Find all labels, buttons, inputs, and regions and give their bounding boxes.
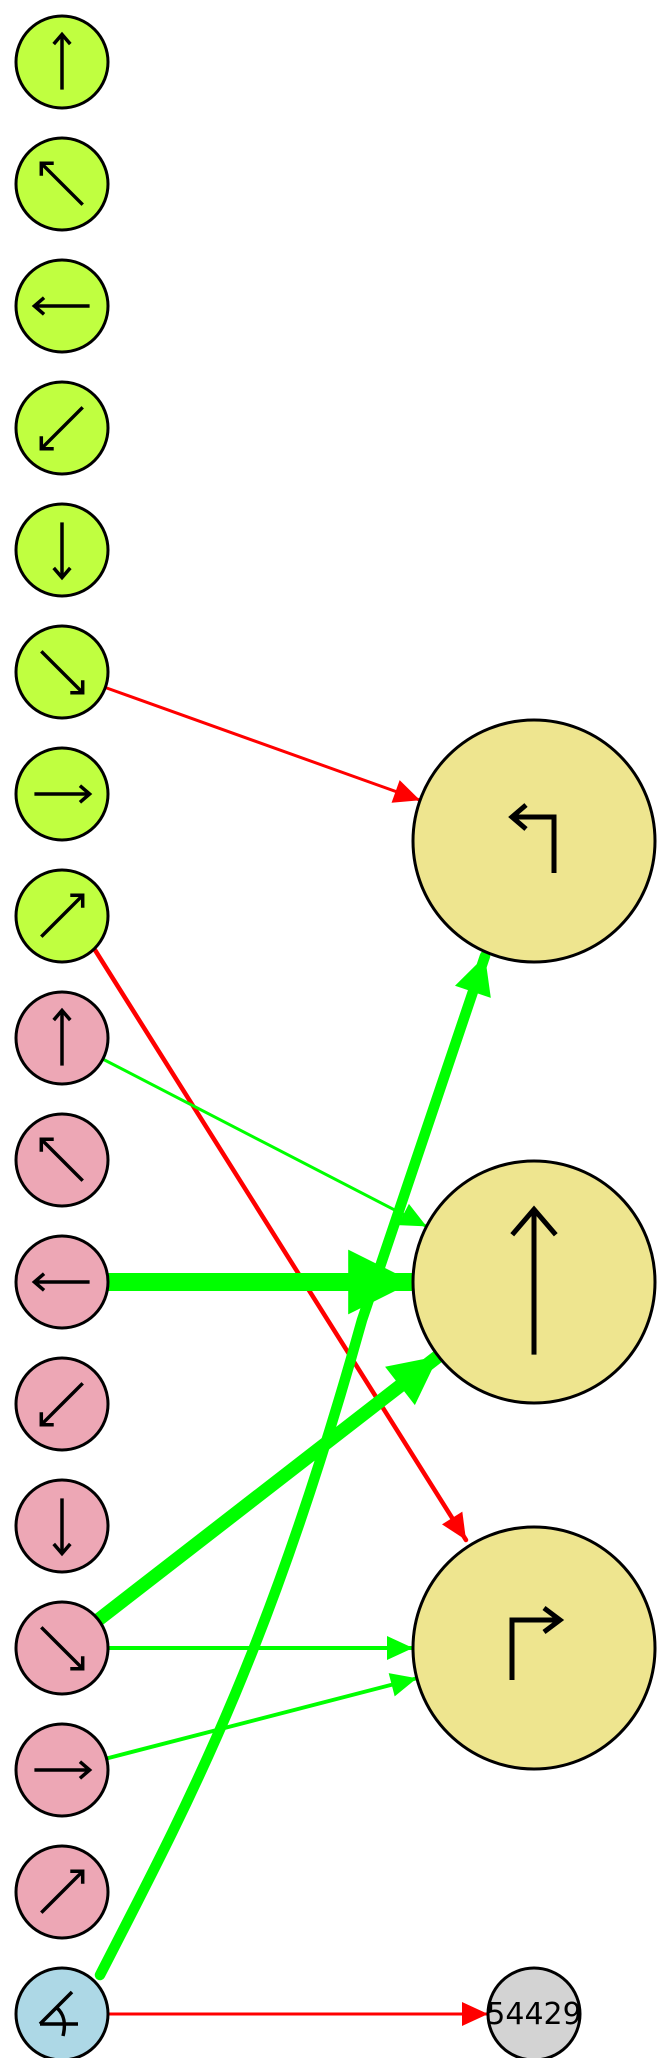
arrow-up-left-icon (39, 1137, 84, 1182)
node-b-upleft (14, 1112, 110, 1208)
node-b-upright (14, 1844, 110, 1940)
node-a-down (14, 502, 110, 598)
node-b-right (14, 1722, 110, 1818)
edge-arrowhead (385, 1356, 439, 1406)
arrow-down-icon (52, 1498, 72, 1557)
arrow-down-right-icon (40, 1626, 85, 1671)
node-circle (411, 1525, 657, 1771)
edge-a-downright-to-out-left (103, 686, 422, 802)
edge-b-downright-to-out-forward (91, 1349, 446, 1627)
node-b-down (14, 1478, 110, 1574)
turn-right-icon (509, 1606, 565, 1680)
nodes-layer: 54429 (14, 14, 657, 2058)
edge-bias-to-out-left (94, 950, 491, 1981)
node-b-up (14, 990, 110, 1086)
edge-arrowhead (442, 1511, 466, 1540)
edge-b-right-to-out-right (104, 1676, 419, 1761)
edges-layer (91, 686, 491, 2026)
arrow-down-icon (52, 522, 72, 581)
node-a-upright (14, 868, 110, 964)
node-extra: 54429 (486, 1966, 582, 2058)
node-b-downleft (14, 1356, 110, 1452)
node-a-downright (14, 624, 110, 720)
node-a-left (14, 258, 110, 354)
edge-a-upright-to-out-right (92, 947, 469, 1543)
node-out-left (411, 718, 657, 964)
node-circle (411, 718, 657, 964)
arrow-down-left-icon (39, 406, 84, 451)
arrow-up-icon (52, 31, 72, 90)
node-a-downleft (14, 380, 110, 476)
arrow-left-icon (31, 296, 90, 316)
edge-arrowhead (388, 1673, 417, 1697)
node-a-right (14, 746, 110, 842)
node-out-right (411, 1525, 657, 1771)
arrow-up-icon (52, 1007, 72, 1066)
node-a-upleft (14, 136, 110, 232)
node-b-downright (14, 1600, 110, 1696)
edge-arrowhead (387, 1636, 413, 1660)
edge-arrowhead (397, 1203, 427, 1227)
arrow-up-left-icon (39, 161, 84, 206)
arrow-up-right-icon (40, 1869, 85, 1914)
node-b-left (14, 1234, 110, 1330)
edge-b-up-to-out-forward (101, 1057, 429, 1228)
angle-icon (38, 1990, 78, 2037)
arrow-left-icon (31, 1272, 90, 1292)
node-a-up (14, 14, 110, 110)
arrow-down-left-icon (39, 1382, 84, 1427)
edge-arrowhead (462, 2002, 488, 2026)
node-label: 54429 (486, 1997, 581, 2032)
node-out-forward (411, 1159, 657, 1405)
turn-left-icon (508, 803, 557, 873)
arrow-up-right-icon (40, 893, 85, 938)
arrow-right-icon (34, 1760, 93, 1780)
arrow-right-icon (34, 784, 93, 804)
arrow-up-icon (510, 1205, 558, 1355)
edge-arrowhead (391, 780, 421, 803)
arrow-down-right-icon (40, 650, 85, 695)
edge-arrowhead (454, 956, 491, 998)
node-circle (486, 1966, 582, 2058)
node-bias (14, 1966, 110, 2058)
